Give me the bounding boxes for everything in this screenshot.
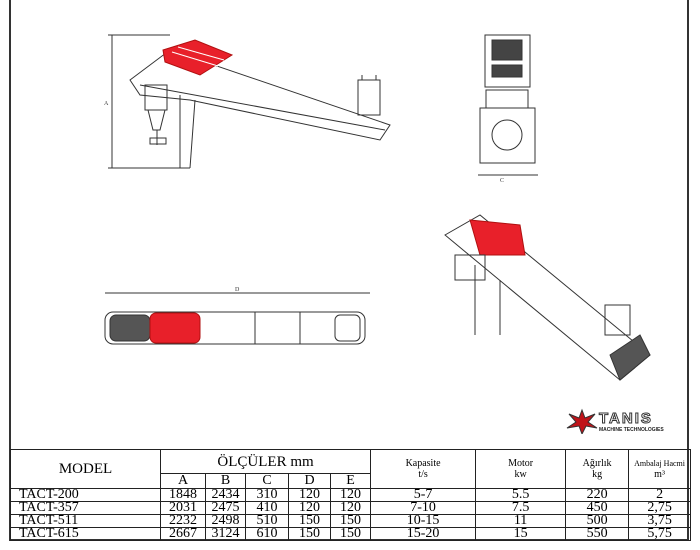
cell-e: 150 (329, 527, 372, 541)
cell-c: 410 (245, 501, 289, 515)
cell-capacity: 10-15 (370, 514, 477, 528)
top-view-drawing: D (104, 287, 370, 345)
cell-e: 150 (329, 514, 372, 528)
dim-label-d: D (235, 287, 240, 293)
cell-b: 3124 (205, 527, 246, 541)
cell-d: 150 (288, 527, 331, 541)
front-view-drawing: C (478, 34, 538, 184)
dimensions-header: ÖLÇÜLER mm (159, 449, 372, 474)
cell-b: 2475 (205, 501, 246, 515)
cell-motor: 11 (475, 514, 567, 528)
cell-a: 2232 (160, 514, 206, 528)
dim-label-c: C (500, 178, 504, 184)
cell-a: 2031 (160, 501, 206, 515)
cell-c: 610 (245, 527, 289, 541)
isometric-view-drawing (444, 214, 651, 381)
technical-drawings: A C D (104, 34, 651, 381)
cell-b: 2434 (205, 488, 246, 502)
cell-d: 150 (288, 514, 331, 528)
cell-motor: 15 (475, 527, 567, 541)
cell-capacity: 5-7 (370, 488, 477, 502)
side-view-drawing: A (104, 34, 391, 169)
cell-d: 120 (288, 488, 331, 502)
cell-weight: 450 (565, 501, 630, 515)
cell-model: TACT-615 (10, 527, 161, 541)
star-logo-icon (566, 408, 598, 436)
logo-name: TANIS (599, 410, 653, 428)
cell-a: 1848 (160, 488, 206, 502)
model-header: MODEL (10, 449, 161, 489)
cell-c: 510 (245, 514, 289, 528)
cell-capacity: 15-20 (370, 527, 477, 541)
cell-a: 2667 (160, 527, 206, 541)
logo-subtitle: MACHINE TECHNOLOGIES (599, 427, 664, 433)
cell-e: 120 (329, 488, 372, 502)
cell-weight: 550 (565, 527, 630, 541)
dim-label-a: A (104, 101, 109, 107)
cell-package: 5,75 (628, 527, 692, 541)
tanis-logo: TANIS MACHINE TECHNOLOGIES (565, 408, 675, 436)
